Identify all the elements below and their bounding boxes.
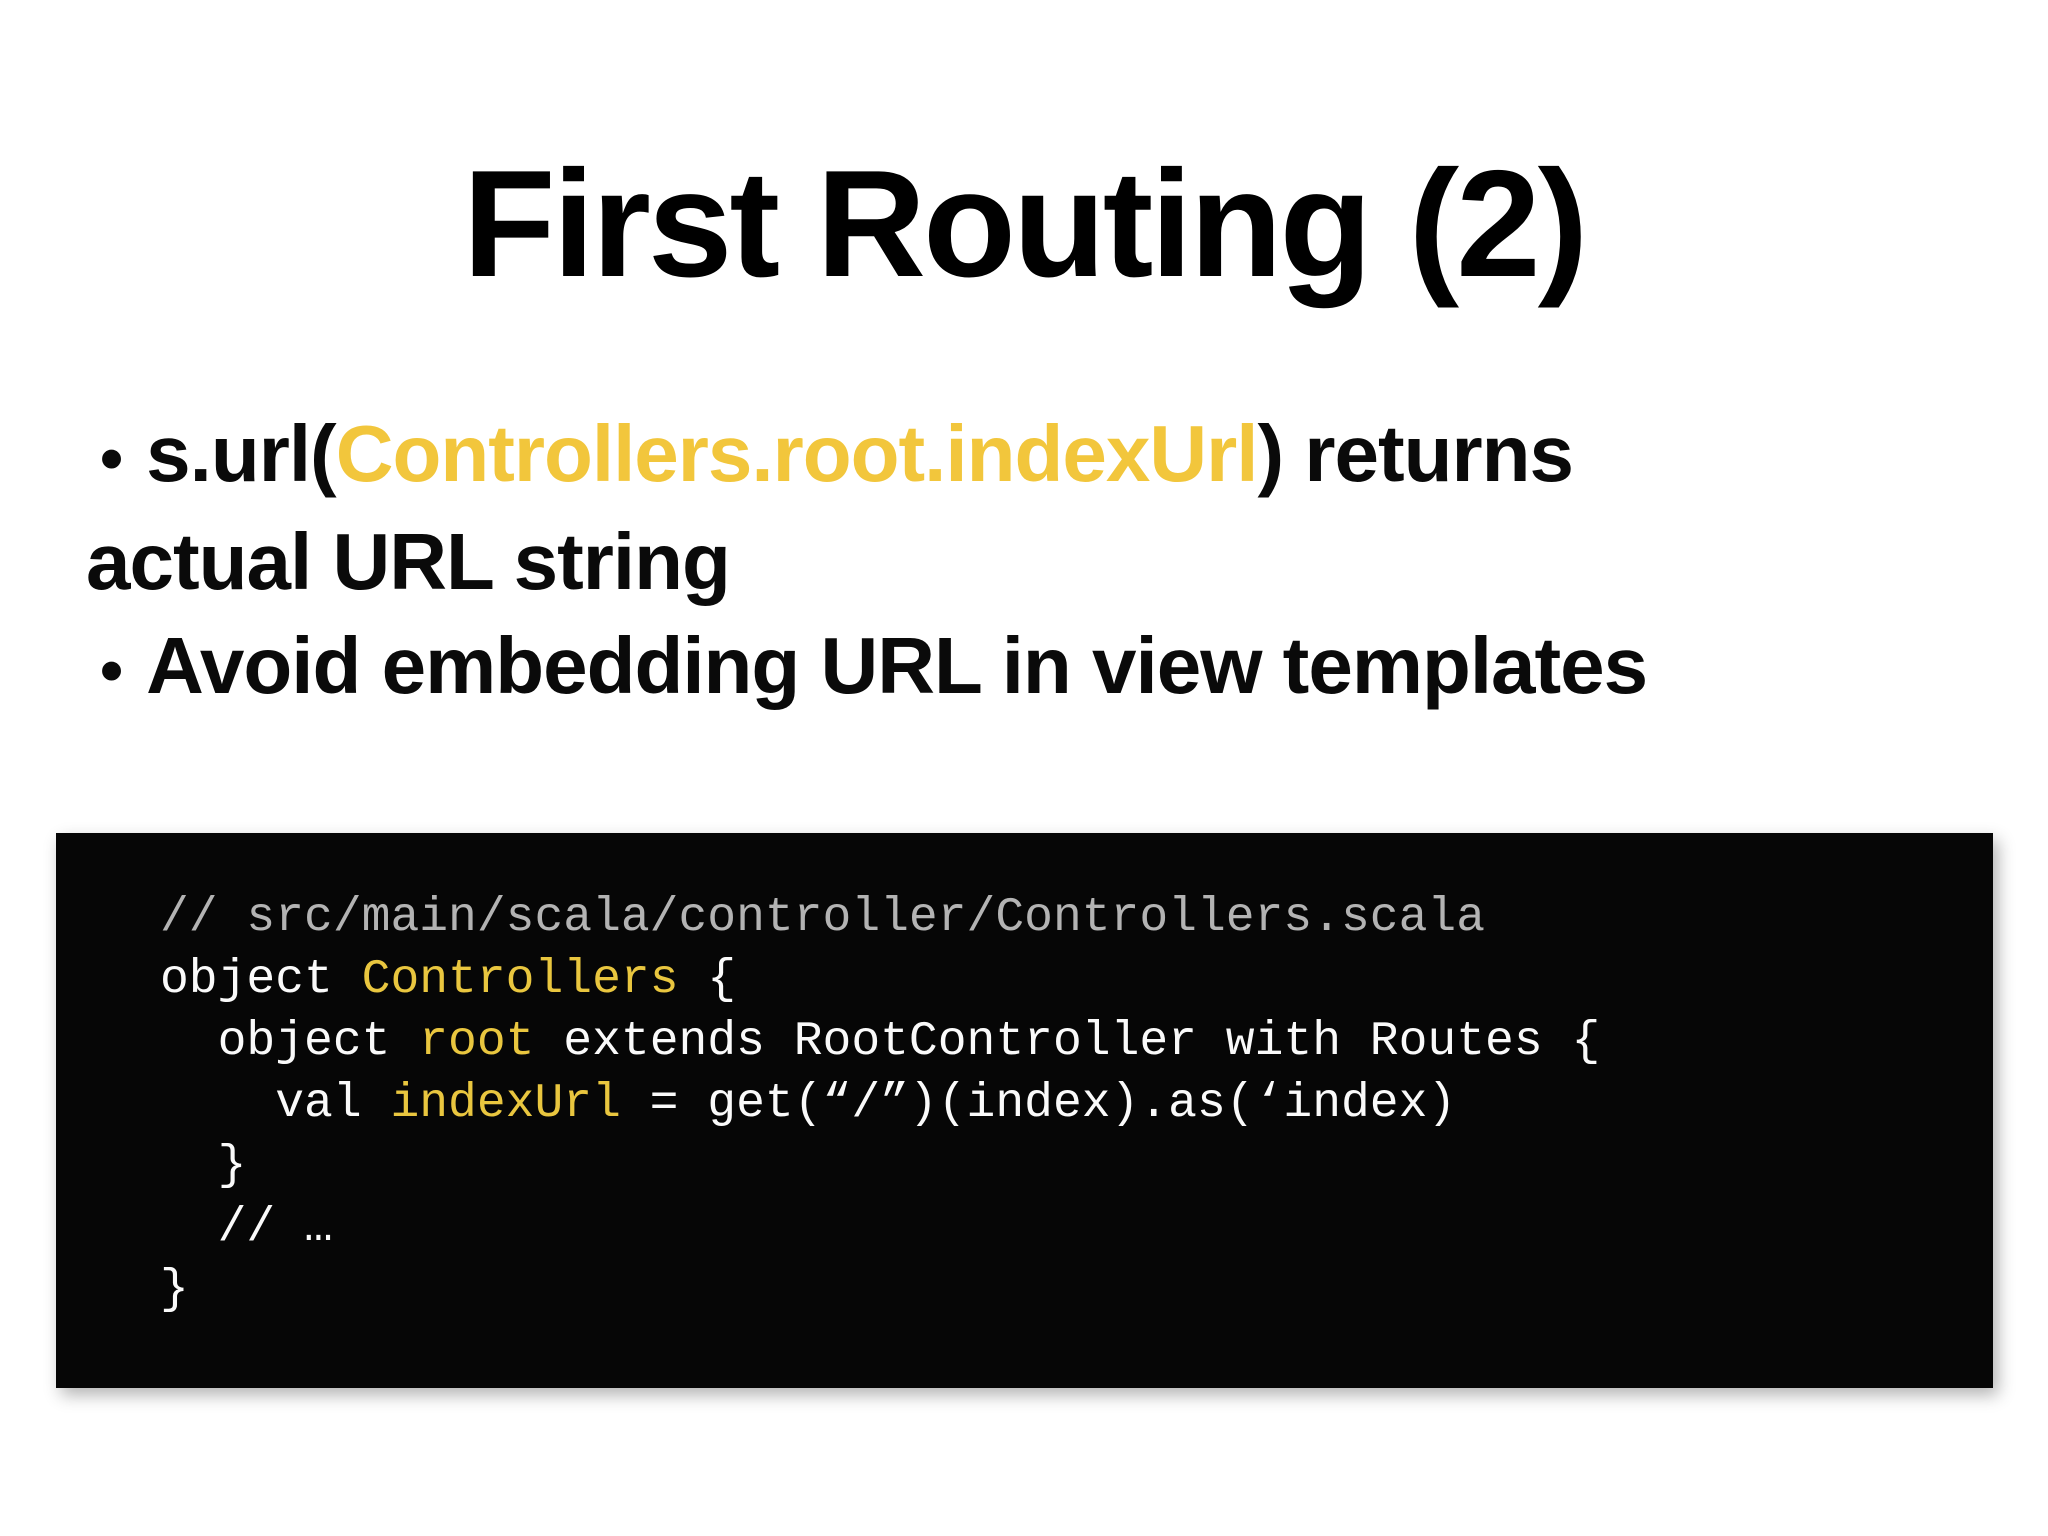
code-text: } [160,1139,247,1193]
highlight-text: Controllers.root.indexUrl [335,409,1259,498]
code-text: object [160,1015,420,1069]
bullet-line: actual URL string [86,510,1976,614]
code-line: } [160,1259,1973,1321]
code-keyword: Controllers [361,953,679,1007]
code-keyword: root [419,1015,535,1069]
code-line: val indexUrl = get(“/”)(index).as(‘index… [160,1073,1973,1135]
code-line: object root extends RootController with … [160,1011,1973,1073]
code-line: // … [160,1197,1973,1259]
bullet-marker: • [100,633,123,707]
code-keyword: indexUrl [390,1077,621,1131]
bullet-line: • s.url(Controllers.root.indexUrl) return… [86,402,1976,510]
code-comment: // src/main/scala/controller/Controllers… [160,891,1486,945]
bullet-line: • Avoid embedding URL in view templates [86,614,1976,722]
code-line: // src/main/scala/controller/Controllers… [160,887,1973,949]
text-segment: s.url( [146,409,337,498]
code-block: // src/main/scala/controller/Controllers… [56,833,1993,1388]
code-line: } [160,1135,1973,1197]
slide-title: First Routing (2) [462,139,1589,309]
code-text: { [678,953,737,1007]
bullet-marker: • [100,421,123,495]
bullet-list: • s.url(Controllers.root.indexUrl) return… [86,402,1976,722]
text-segment: Avoid embedding URL in view templates [146,621,1648,710]
code-text: extends RootController with Routes { [534,1015,1601,1069]
text-segment: ) returns [1257,409,1573,498]
code-text: object [160,953,362,1007]
code-text: } [160,1263,189,1317]
text-segment: actual URL string [86,517,731,606]
code-text: // … [160,1201,333,1255]
code-text: = get(“/”)(index).as(‘index) [620,1077,1457,1131]
code-text: val [160,1077,391,1131]
code-line: object Controllers { [160,949,1973,1011]
